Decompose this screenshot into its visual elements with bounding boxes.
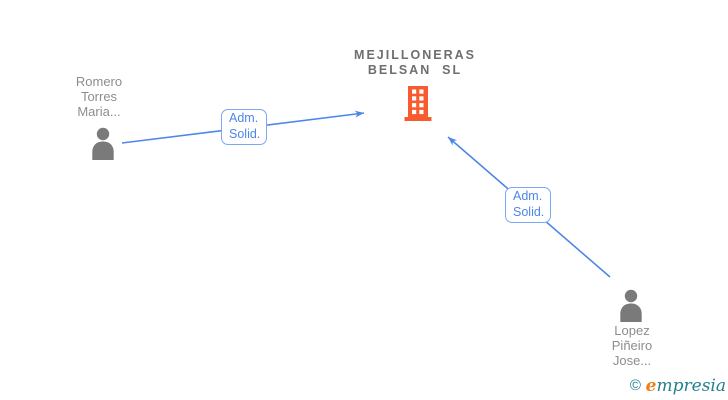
person-icon-lopez[interactable] [616,288,646,322]
brand-rest: mpresia [656,376,727,396]
brand-logo-text: empresia [646,376,726,396]
company-building-icon[interactable] [402,86,434,121]
edge-label-adm-solid-1: Adm. Solid. [221,109,268,145]
person-icon-romero[interactable] [88,126,118,160]
edge-label-adm-solid-2: Adm. Solid. [505,187,552,223]
person-name-lopez[interactable]: Lopez Piñeiro Jose... [611,323,653,368]
user-icon [92,127,114,160]
empresia-watermark: © empresia [630,376,726,396]
building-icon [404,86,432,121]
company-name[interactable]: MEJILLONERAS BELSAN SL [354,48,476,77]
person-name-romero[interactable]: Romero Torres Maria... [75,74,123,119]
brand-initial: e [645,376,657,396]
user-icon [620,289,642,322]
copyright-icon: © [629,377,641,394]
